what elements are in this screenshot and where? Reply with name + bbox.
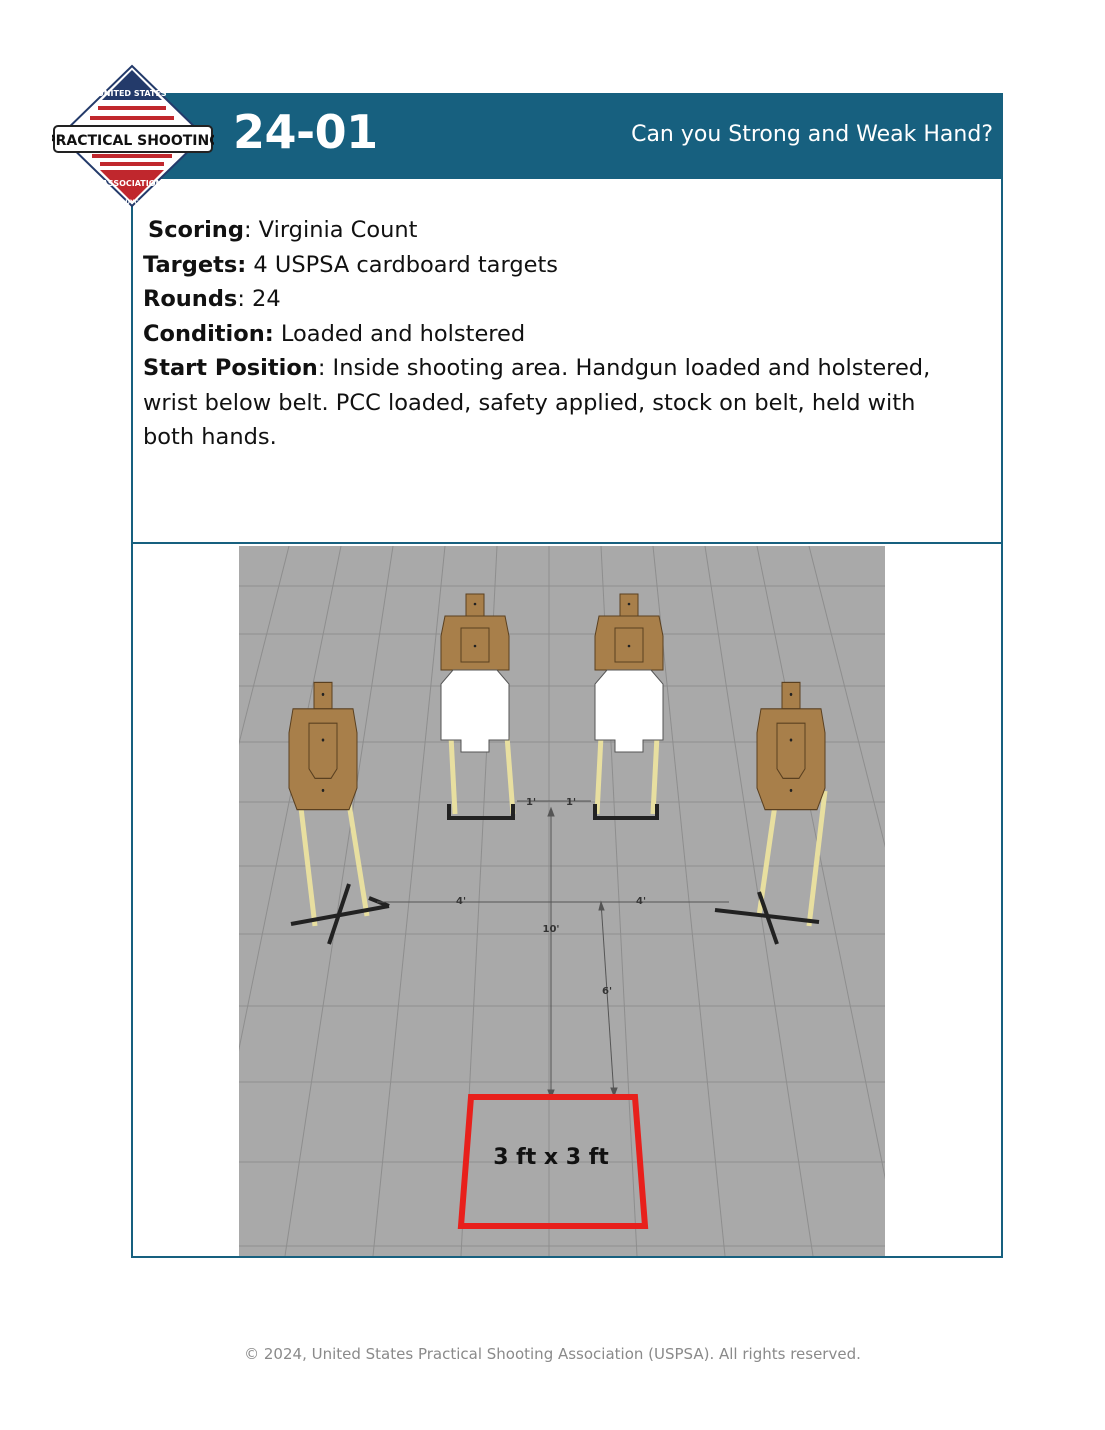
footer-copyright: © 2024, United States Practical Shooting… (244, 1345, 861, 1363)
targets-line: Targets: 4 USPSA cardboard targets (133, 248, 963, 283)
target-left (288, 681, 390, 945)
logo-bottom-text: ASSOCIATION (102, 179, 163, 188)
condition-line: Condition: Loaded and holstered (133, 317, 963, 352)
stage-id: 24-01 (233, 105, 378, 159)
rounds-label: Rounds (143, 286, 238, 312)
stage-name: Can you Strong and Weak Hand? (631, 122, 993, 147)
rounds-line: Rounds: 24 (133, 282, 963, 317)
gap-right-label: 1' (566, 797, 576, 808)
shooting-area (457, 1094, 649, 1229)
stage-frame: 24-01 Can you Strong and Weak Hand? Scor… (131, 93, 1003, 1258)
logo-tag: UYC (125, 199, 139, 206)
scoring-value: : Virginia Count (243, 217, 418, 243)
start-position-value: : Inside shooting area. Handgun loaded a… (143, 355, 931, 450)
shooting-area-label: 3 ft x 3 ft (493, 1145, 609, 1170)
condition-value: Loaded and holstered (273, 320, 526, 347)
stage-info: Scoring: Virginia Count Targets: 4 USPSA… (133, 179, 1001, 544)
side-right-label: 4' (636, 896, 646, 907)
condition-label: Condition: (143, 320, 274, 347)
targets-label: Targets: (143, 251, 247, 278)
floor (239, 546, 885, 1256)
stage-header: 24-01 Can you Strong and Weak Hand? (133, 95, 1001, 179)
scoring-label: Scoring (148, 217, 244, 243)
gap-left-label: 1' (526, 797, 536, 808)
start-position-line: Start Position: Inside shooting area. Ha… (133, 351, 963, 455)
target-center-left (440, 593, 516, 820)
dimension-lines (377, 800, 729, 1100)
box-depth-label: 6' (602, 986, 612, 997)
floor-grid (239, 546, 885, 1256)
scoring-line: Scoring: Virginia Count (133, 213, 968, 248)
logo-main-text: PRACTICAL SHOOTING (52, 133, 214, 149)
center-depth-label: 10' (543, 924, 560, 935)
stage-diagram: 1' 1' 4' 4' 10' 6' 3 ft x 3 ft (239, 546, 885, 1256)
rounds-value: : 24 (237, 286, 281, 312)
side-left-label: 4' (456, 896, 466, 907)
uspsa-logo: PRACTICAL SHOOTING UNITED STATES ASSOCIA… (52, 64, 214, 208)
target-center-right (593, 593, 664, 820)
start-position-label: Start Position (143, 355, 318, 381)
target-right (714, 681, 828, 945)
targets-value: 4 USPSA cardboard targets (246, 251, 558, 278)
logo-top-text: UNITED STATES (97, 89, 167, 98)
